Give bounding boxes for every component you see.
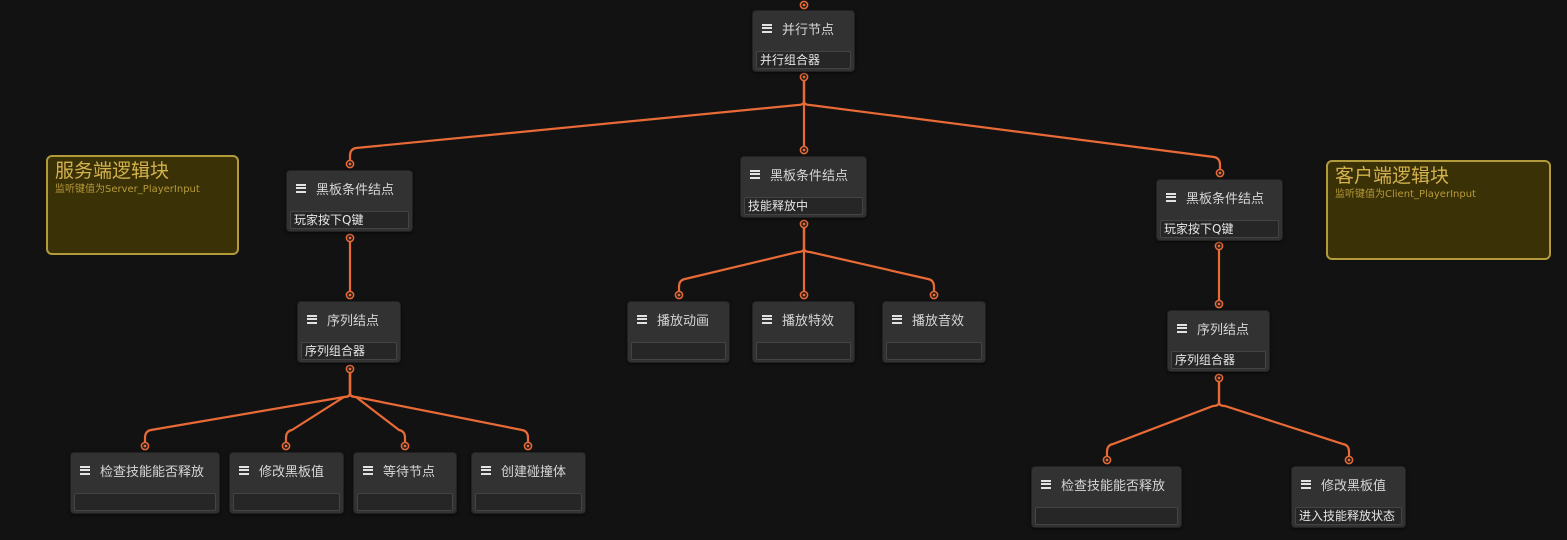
- node-field[interactable]: [74, 493, 216, 511]
- list-icon: [762, 23, 772, 33]
- root-output-port[interactable]: [799, 72, 809, 82]
- node-title: 黑板条件结点: [1186, 191, 1265, 207]
- node-title: 等待节点: [383, 464, 436, 480]
- node-field[interactable]: [631, 342, 726, 360]
- bb-client-output-port[interactable]: [1214, 241, 1224, 251]
- node-play-sound[interactable]: 播放音效: [882, 301, 986, 363]
- edge-root-bb-server: [348, 77, 806, 164]
- node-check-skill-client[interactable]: 检查技能能否释放: [1031, 466, 1182, 528]
- group-client-logic[interactable]: 客户端逻辑块 监听键值为Client_PlayerInput: [1326, 160, 1551, 260]
- check-s-input-port[interactable]: [140, 441, 150, 451]
- list-icon: [637, 314, 647, 324]
- group-subtitle: 监听键值为Server_PlayerInput: [55, 184, 200, 195]
- node-field[interactable]: [886, 342, 982, 360]
- node-title: 修改黑板值: [259, 464, 325, 480]
- sound-input-port[interactable]: [929, 290, 939, 300]
- node-title: 并行节点: [782, 22, 835, 38]
- node-blackboard-mid[interactable]: 黑板条件结点 技能释放中: [740, 156, 867, 218]
- list-icon: [1041, 479, 1051, 489]
- node-field[interactable]: [357, 493, 453, 511]
- collider-s-input-port[interactable]: [523, 441, 533, 451]
- list-icon: [750, 169, 760, 179]
- group-title: 服务端逻辑块: [55, 160, 170, 182]
- edge-seq-client-check: [1105, 378, 1221, 460]
- list-icon: [481, 465, 491, 475]
- node-title: 修改黑板值: [1321, 478, 1387, 494]
- node-check-skill-server[interactable]: 检查技能能否释放: [70, 452, 220, 514]
- node-field[interactable]: [1035, 507, 1178, 525]
- edge-mid-sound: [802, 224, 936, 295]
- node-sequence-server[interactable]: 序列结点 序列组合器: [297, 301, 401, 363]
- node-title: 播放特效: [782, 313, 835, 329]
- list-icon: [1166, 192, 1176, 202]
- node-field[interactable]: 技能释放中: [744, 197, 863, 215]
- node-title: 序列结点: [1197, 322, 1250, 338]
- node-blackboard-client[interactable]: 黑板条件结点 玩家按下Q键: [1156, 179, 1283, 241]
- list-icon: [239, 465, 249, 475]
- edge-mid-anim: [677, 224, 806, 295]
- list-icon: [307, 314, 317, 324]
- edge-seq-server-collider: [348, 369, 530, 446]
- node-title: 黑板条件结点: [316, 182, 395, 198]
- list-icon: [762, 314, 772, 324]
- bb-mid-output-port[interactable]: [799, 219, 809, 229]
- node-field[interactable]: 序列组合器: [301, 342, 397, 360]
- edge-seq-server-wait: [348, 369, 407, 446]
- node-field[interactable]: [233, 493, 340, 511]
- node-create-collider-server[interactable]: 创建碰撞体: [471, 452, 586, 514]
- node-field[interactable]: [475, 493, 582, 511]
- list-icon: [80, 465, 90, 475]
- list-icon: [1177, 323, 1187, 333]
- seq-server-input-port[interactable]: [345, 290, 355, 300]
- bb-server-output-port[interactable]: [345, 233, 355, 243]
- modify-s-input-port[interactable]: [281, 441, 291, 451]
- edge-seq-client-modify: [1217, 378, 1351, 460]
- group-subtitle: 监听键值为Client_PlayerInput: [1335, 189, 1476, 200]
- node-field[interactable]: 玩家按下Q键: [290, 211, 409, 229]
- node-modify-blackboard-server[interactable]: 修改黑板值: [229, 452, 344, 514]
- wait-s-input-port[interactable]: [400, 441, 410, 451]
- root-input-port[interactable]: [799, 0, 809, 10]
- check-c-input-port[interactable]: [1102, 455, 1112, 465]
- modify-c-input-port[interactable]: [1344, 455, 1354, 465]
- node-field[interactable]: 进入技能释放状态: [1295, 507, 1402, 525]
- node-field[interactable]: 并行组合器: [756, 51, 851, 69]
- node-field[interactable]: 序列组合器: [1171, 351, 1266, 369]
- bb-mid-input-port[interactable]: [799, 145, 809, 155]
- list-icon: [1301, 479, 1311, 489]
- list-icon: [296, 183, 306, 193]
- fx-input-port[interactable]: [799, 290, 809, 300]
- node-parallel-root[interactable]: 并行节点 并行组合器: [752, 10, 855, 72]
- seq-client-output-port[interactable]: [1214, 373, 1224, 383]
- node-field[interactable]: 玩家按下Q键: [1160, 220, 1279, 238]
- node-modify-blackboard-client[interactable]: 修改黑板值 进入技能释放状态: [1291, 466, 1406, 528]
- edge-root-bb-client: [802, 77, 1222, 173]
- node-play-animation[interactable]: 播放动画: [627, 301, 730, 363]
- node-field[interactable]: [756, 342, 851, 360]
- group-server-logic[interactable]: 服务端逻辑块 监听键值为Server_PlayerInput: [46, 155, 239, 255]
- node-title: 检查技能能否释放: [100, 464, 205, 480]
- node-title: 播放动画: [657, 313, 710, 329]
- list-icon: [892, 314, 902, 324]
- group-title: 客户端逻辑块: [1335, 165, 1450, 187]
- seq-client-input-port[interactable]: [1214, 299, 1224, 309]
- edge-seq-server-check: [143, 369, 352, 446]
- node-blackboard-server[interactable]: 黑板条件结点 玩家按下Q键: [286, 170, 413, 232]
- node-title: 创建碰撞体: [501, 464, 567, 480]
- list-icon: [363, 465, 373, 475]
- bb-client-input-port[interactable]: [1215, 168, 1225, 178]
- node-title: 序列结点: [327, 313, 380, 329]
- bb-server-input-port[interactable]: [345, 159, 355, 169]
- node-title: 检查技能能否释放: [1061, 478, 1166, 494]
- edge-seq-server-modify: [284, 369, 352, 446]
- node-wait-server[interactable]: 等待节点: [353, 452, 457, 514]
- node-sequence-client[interactable]: 序列结点 序列组合器: [1167, 310, 1270, 372]
- node-title: 播放音效: [912, 313, 965, 329]
- node-title: 黑板条件结点: [770, 168, 849, 184]
- node-play-effect[interactable]: 播放特效: [752, 301, 855, 363]
- seq-server-output-port[interactable]: [345, 364, 355, 374]
- anim-input-port[interactable]: [674, 290, 684, 300]
